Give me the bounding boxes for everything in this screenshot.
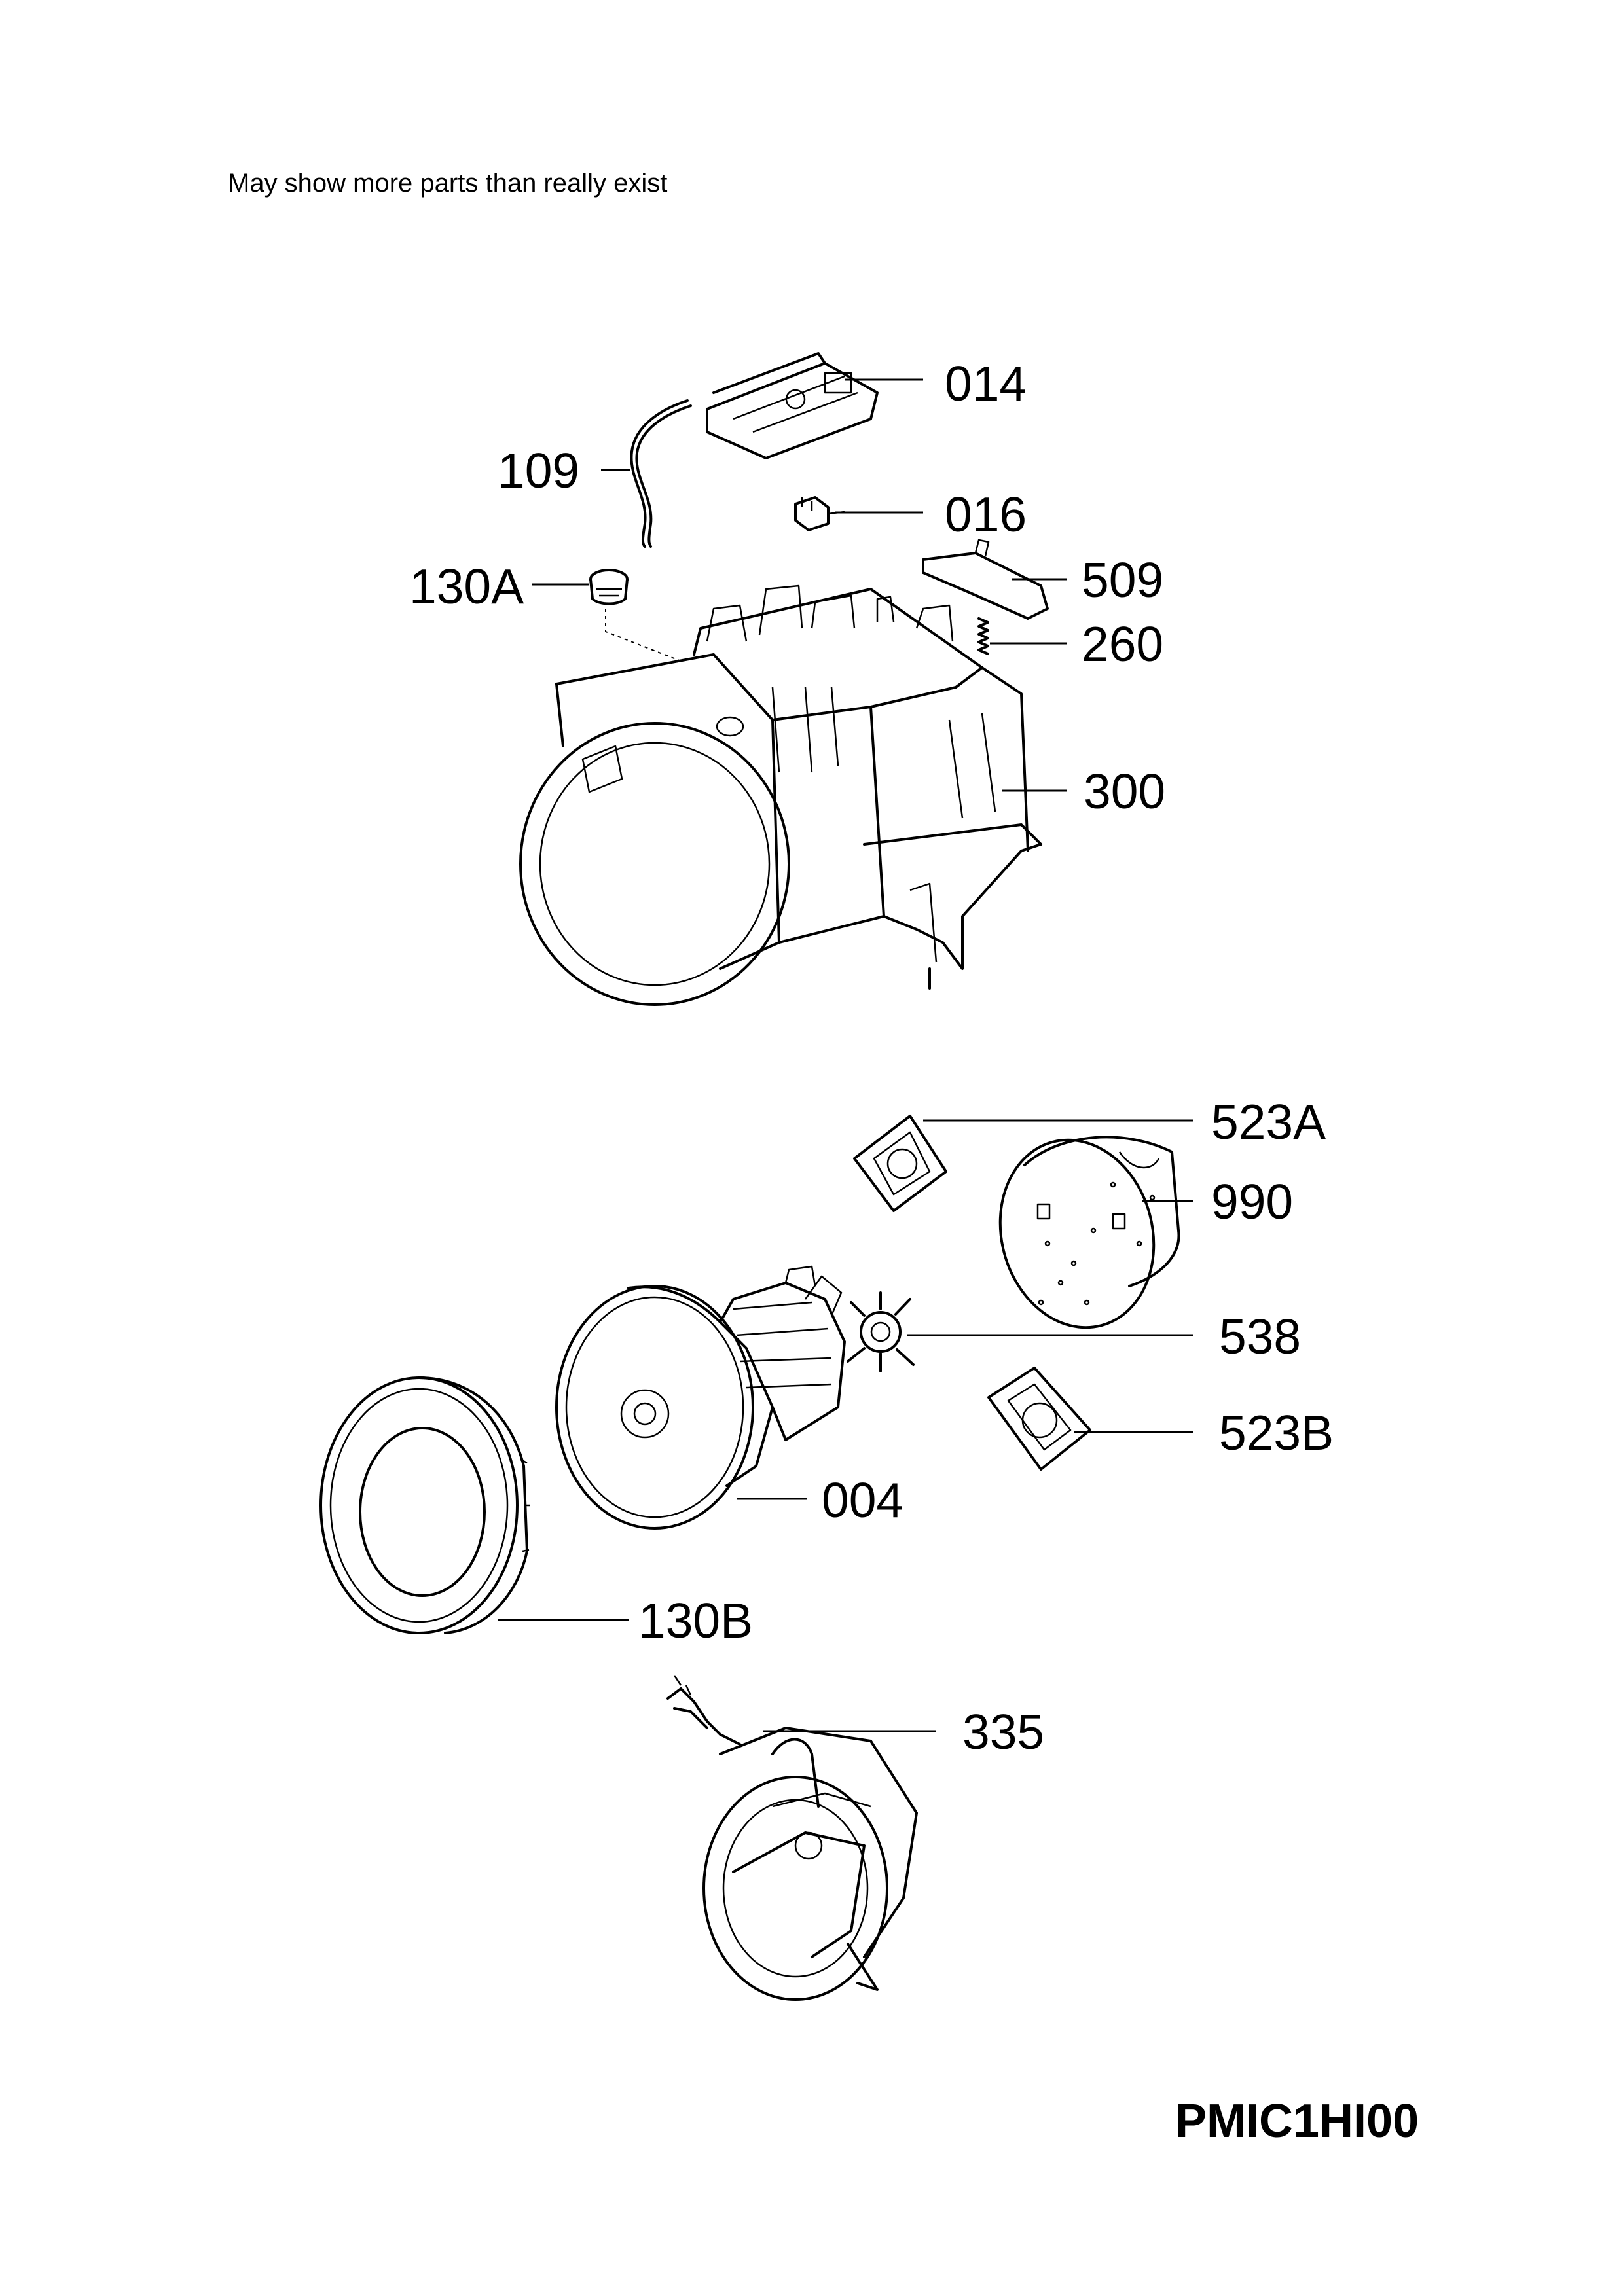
- part-130B-seal-ring: [319, 1376, 530, 1634]
- label-016: 016: [945, 487, 1027, 542]
- label-523A: 523A: [1211, 1094, 1326, 1149]
- foam-texture: [1038, 1181, 1156, 1306]
- part-538-motor-mount: [847, 1291, 915, 1372]
- label-130A: 130A: [409, 559, 524, 614]
- label-538: 538: [1219, 1309, 1301, 1364]
- part-260-spring: [977, 617, 989, 655]
- part-990-foam-filter: [998, 1136, 1180, 1329]
- part-004-motor: [555, 1265, 846, 1530]
- part-523B-filter-holder: [987, 1367, 1091, 1471]
- label-300: 300: [1084, 764, 1165, 819]
- part-523A-filter-frame: [853, 1115, 947, 1212]
- assembly-guide-130A: [605, 609, 682, 662]
- label-523B: 523B: [1219, 1405, 1334, 1460]
- part-300-motor-housing: [519, 584, 1042, 1006]
- label-509: 509: [1082, 552, 1163, 607]
- part-016-switch: [794, 496, 845, 531]
- part-109-wire: [630, 399, 692, 548]
- label-109: 109: [498, 443, 579, 498]
- label-014: 014: [945, 356, 1027, 411]
- label-335: 335: [962, 1704, 1044, 1759]
- label-260: 260: [1082, 617, 1163, 672]
- label-990: 990: [1211, 1174, 1293, 1229]
- label-004: 004: [822, 1473, 903, 1528]
- label-130B: 130B: [638, 1593, 753, 1648]
- model-code: PMIC1HI00: [1175, 2095, 1419, 2147]
- part-130A-plug: [589, 569, 629, 605]
- part-509-latch: [922, 539, 1049, 620]
- disclaimer-note: May show more parts than really exist: [228, 169, 668, 198]
- part-335-cable-reel: [666, 1675, 918, 2001]
- part-014-circuit-board: [706, 352, 879, 459]
